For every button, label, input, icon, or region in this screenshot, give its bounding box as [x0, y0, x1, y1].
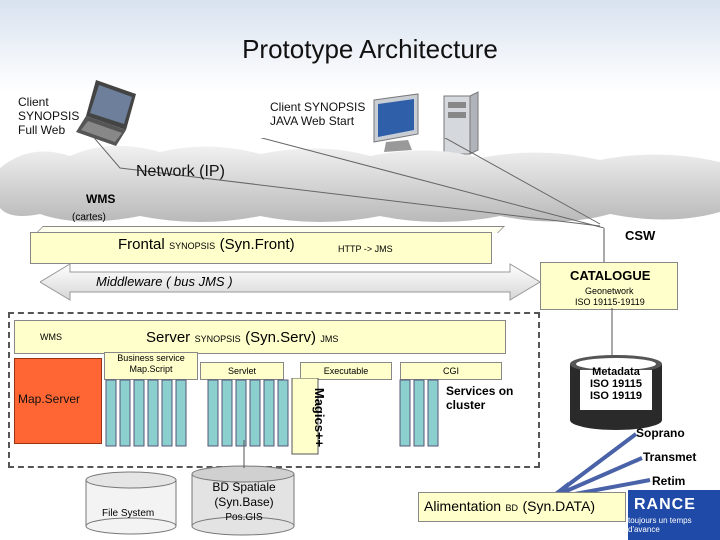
cgi-box: CGI	[400, 362, 502, 380]
mapserver-label: Map.Server	[18, 392, 81, 406]
metadata-label: Metadata ISO 19115 ISO 19119	[586, 366, 646, 402]
client-web-line-2: SYNOPSIS	[18, 109, 80, 123]
logo-tagline: toujours un temps d'avance	[628, 516, 692, 534]
executable-box: Executable	[300, 362, 392, 380]
bd-line-3: Pos.GIS	[225, 512, 263, 523]
middleware-label: Middleware ( bus JMS )	[96, 274, 233, 289]
client-java-line-1: Client SYNOPSIS	[270, 100, 366, 114]
server-box	[14, 320, 506, 354]
soprano-label: Soprano	[636, 426, 685, 440]
middleware-arrow	[40, 263, 540, 301]
mapserver-box	[14, 358, 102, 444]
wms-inner-label: WMS	[40, 332, 62, 342]
retim-label: Retim	[652, 474, 686, 488]
laptop-icon	[76, 80, 136, 146]
services-cluster-label: Services on cluster	[446, 384, 513, 412]
frontal-syn: SYNOPSIS	[169, 241, 216, 251]
bd-spatiale-label: BD Spatiale (Syn.Base) Pos.GIS	[200, 480, 288, 525]
alimentation-paren: (Syn.DATA)	[522, 498, 596, 514]
server-label: Server SYNOPSIS (Syn.Serv) JMS	[146, 329, 338, 347]
server-paren: (Syn.Serv)	[245, 329, 316, 346]
desktop-icon	[373, 91, 479, 155]
title-band	[0, 0, 720, 92]
business-line-1: Business service	[117, 353, 185, 363]
services-line-1: Services on	[446, 384, 514, 398]
server-syn: SYNOPSIS	[194, 334, 241, 344]
frontal-paren: (Syn.Front)	[219, 236, 295, 253]
metadata-line-2: ISO 19115	[590, 378, 642, 390]
alimentation-main: Alimentation	[424, 498, 502, 514]
server-jms: JMS	[320, 334, 339, 344]
business-service-box: Business service Map.Script	[104, 352, 198, 380]
server-main: Server	[146, 329, 191, 346]
frontal-http: HTTP -> JMS	[338, 244, 393, 254]
metadata-line-1: Metadata	[592, 366, 640, 378]
client-java-line-2: JAVA Web Start	[270, 114, 355, 128]
csw-label: CSW	[625, 228, 656, 243]
alimentation-bd: BD	[505, 503, 519, 513]
catalogue-title: CATALOGUE	[570, 268, 651, 283]
server-outline	[8, 312, 540, 468]
network-label: Network (IP)	[136, 163, 225, 180]
alimentation-label: Alimentation BD (Syn.DATA)	[424, 498, 595, 516]
client-web-line-1: Client	[18, 95, 49, 109]
cartes-label: (cartes)	[72, 212, 106, 223]
catalogue-line-1: Geonetwork	[585, 286, 634, 296]
frontal-main: Frontal	[118, 236, 165, 253]
client-java-label: Client SYNOPSIS JAVA Web Start	[270, 100, 365, 128]
frontal-label: Frontal SYNOPSIS (Syn.Front)	[118, 236, 295, 254]
bd-line-2: (Syn.Base)	[214, 495, 274, 509]
business-line-2: Map.Script	[129, 364, 173, 374]
wms-top-label: WMS	[86, 192, 116, 206]
transmet-label: Transmet	[643, 450, 697, 464]
logo-text: RANCE	[634, 496, 696, 513]
alimentation-box	[418, 492, 626, 522]
logo-block	[628, 490, 720, 540]
network-cloud	[0, 138, 720, 228]
metadata-line-3: ISO 19119	[590, 390, 642, 402]
filesystem-cylinder	[85, 471, 177, 535]
services-line-2: cluster	[446, 398, 486, 412]
filesystem-label: File System	[102, 508, 155, 519]
frontal-box	[30, 232, 492, 264]
metadata-cylinder	[570, 355, 662, 430]
catalogue-box	[540, 262, 678, 310]
process-columns	[105, 378, 439, 455]
bd-spatiale-cylinder	[191, 465, 295, 536]
catalogue-line-2: ISO 19115-19119	[575, 297, 645, 307]
client-web-line-3: Full Web	[18, 123, 66, 137]
page-title: Prototype Architecture	[242, 34, 498, 64]
bd-line-1: BD Spatiale	[212, 480, 276, 494]
client-web-label: Client SYNOPSIS Full Web	[18, 95, 79, 137]
